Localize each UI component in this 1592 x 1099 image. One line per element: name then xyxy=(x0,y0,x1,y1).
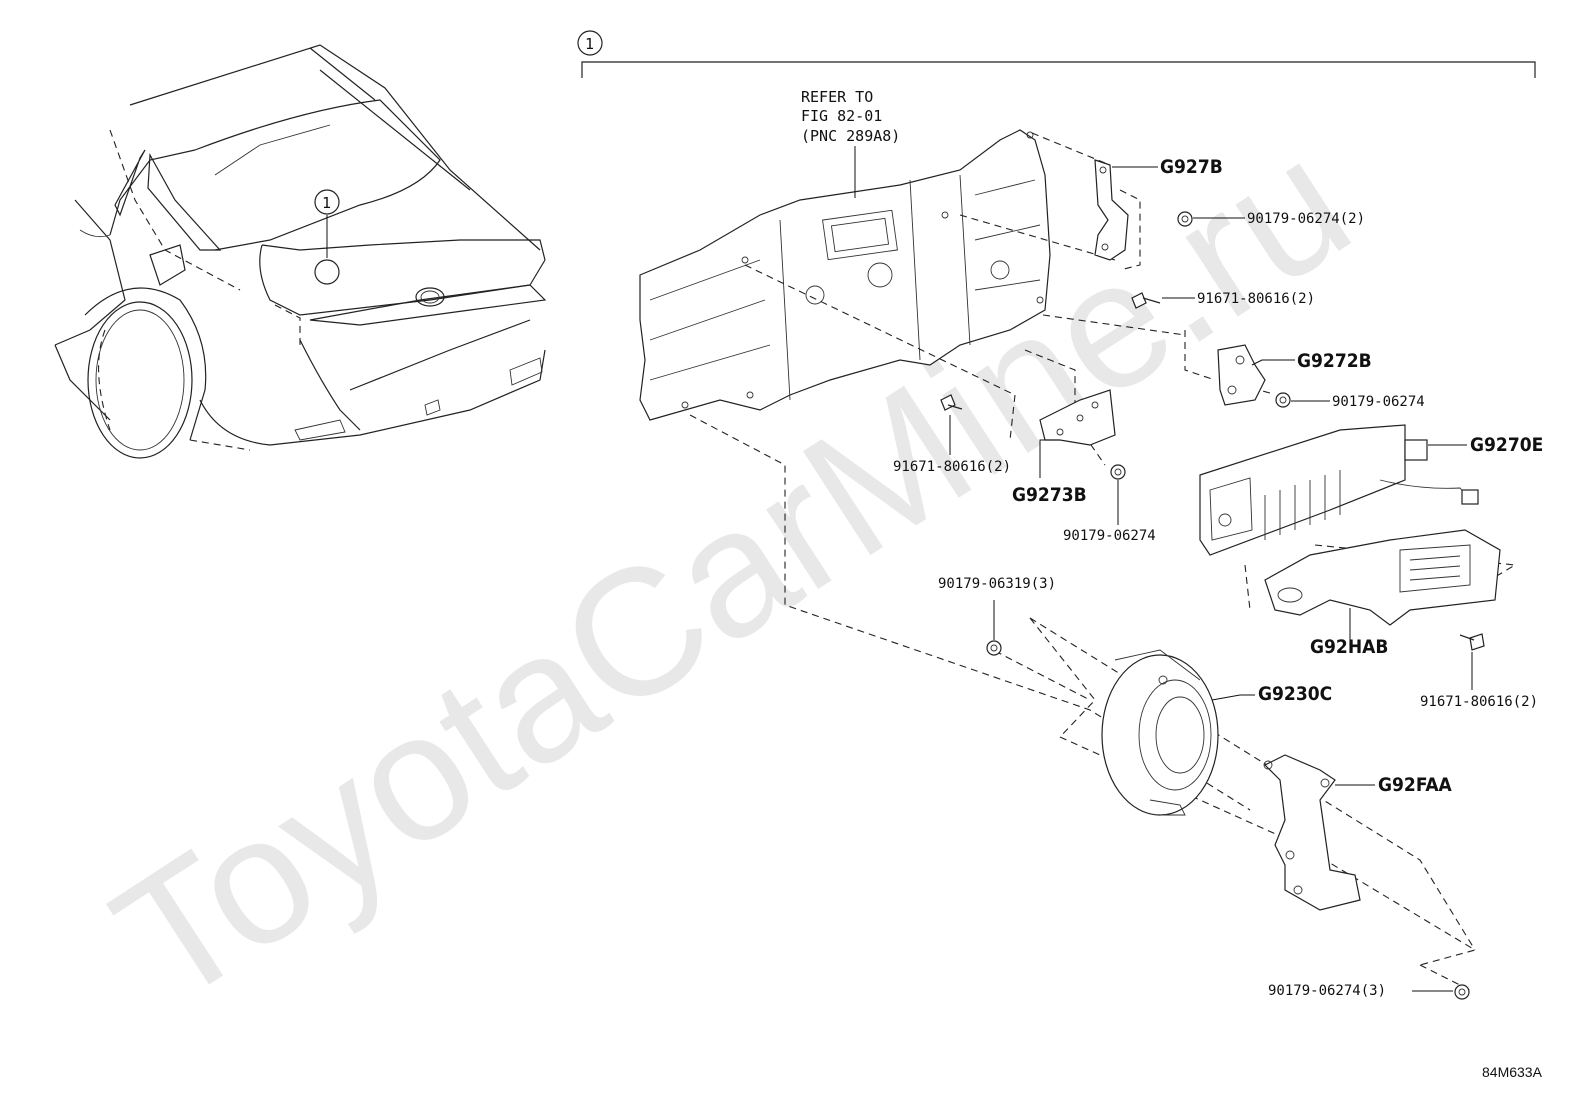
label-bolt-left: 91671-80616(2) xyxy=(893,459,1011,475)
label-bolt-g92hab: 91671-80616(2) xyxy=(1420,694,1538,710)
reference-line-2: FIG 82-01 xyxy=(801,107,882,125)
part-g9230c-blower xyxy=(1101,649,1219,816)
label-nut-g9272b: 90179-06274 xyxy=(1332,394,1425,410)
label-g9272b: G9272B xyxy=(1297,350,1372,372)
part-g9272b-bracket xyxy=(1217,344,1266,406)
group-callout-number: 1 xyxy=(585,35,594,53)
part-labels: G927B G9272B G9270E G9273B G92HAB G9230C… xyxy=(1012,156,1543,796)
label-nut-bottom: 90179-06274(3) xyxy=(1268,983,1386,999)
vehicle-callout-number: 1 xyxy=(322,194,331,212)
part-g927b-bracket xyxy=(1094,159,1129,261)
reference-note: REFER TO FIG 82-01 (PNC 289A8) xyxy=(801,88,900,198)
part-g92hab-duct xyxy=(1264,529,1501,626)
label-g9270e: G9270E xyxy=(1470,434,1543,456)
label-nut-g9273b: 90179-06274 xyxy=(1063,528,1156,544)
label-bolt-upper: 91671-80616(2) xyxy=(1197,291,1315,307)
fastener-labels: 90179-06274(2) 91671-80616(2) 90179-0627… xyxy=(893,211,1538,999)
vehicle-rear-view: 1 xyxy=(54,44,547,459)
label-nut-g927b: 90179-06274(2) xyxy=(1247,211,1365,227)
group-bracket: 1 xyxy=(577,30,1536,78)
label-g92hab: G92HAB xyxy=(1310,636,1388,658)
reference-line-3: (PNC 289A8) xyxy=(801,127,900,145)
part-g92faa-bracket xyxy=(1263,754,1361,911)
label-g9230c: G9230C xyxy=(1258,683,1332,705)
reference-line-1: REFER TO xyxy=(801,88,873,106)
label-nut-g9230c: 90179-06319(3) xyxy=(938,576,1056,592)
part-g9270e-module xyxy=(1199,424,1479,556)
figure-id: 84M633A xyxy=(1482,1064,1543,1080)
reinforcement-panel xyxy=(639,129,1051,421)
label-g92faa: G92FAA xyxy=(1378,774,1453,796)
label-g9273b: G9273B xyxy=(1012,484,1087,506)
leader-lines xyxy=(949,166,1473,992)
fastener-hardware xyxy=(940,211,1485,1000)
label-g927b: G927B xyxy=(1160,156,1223,178)
